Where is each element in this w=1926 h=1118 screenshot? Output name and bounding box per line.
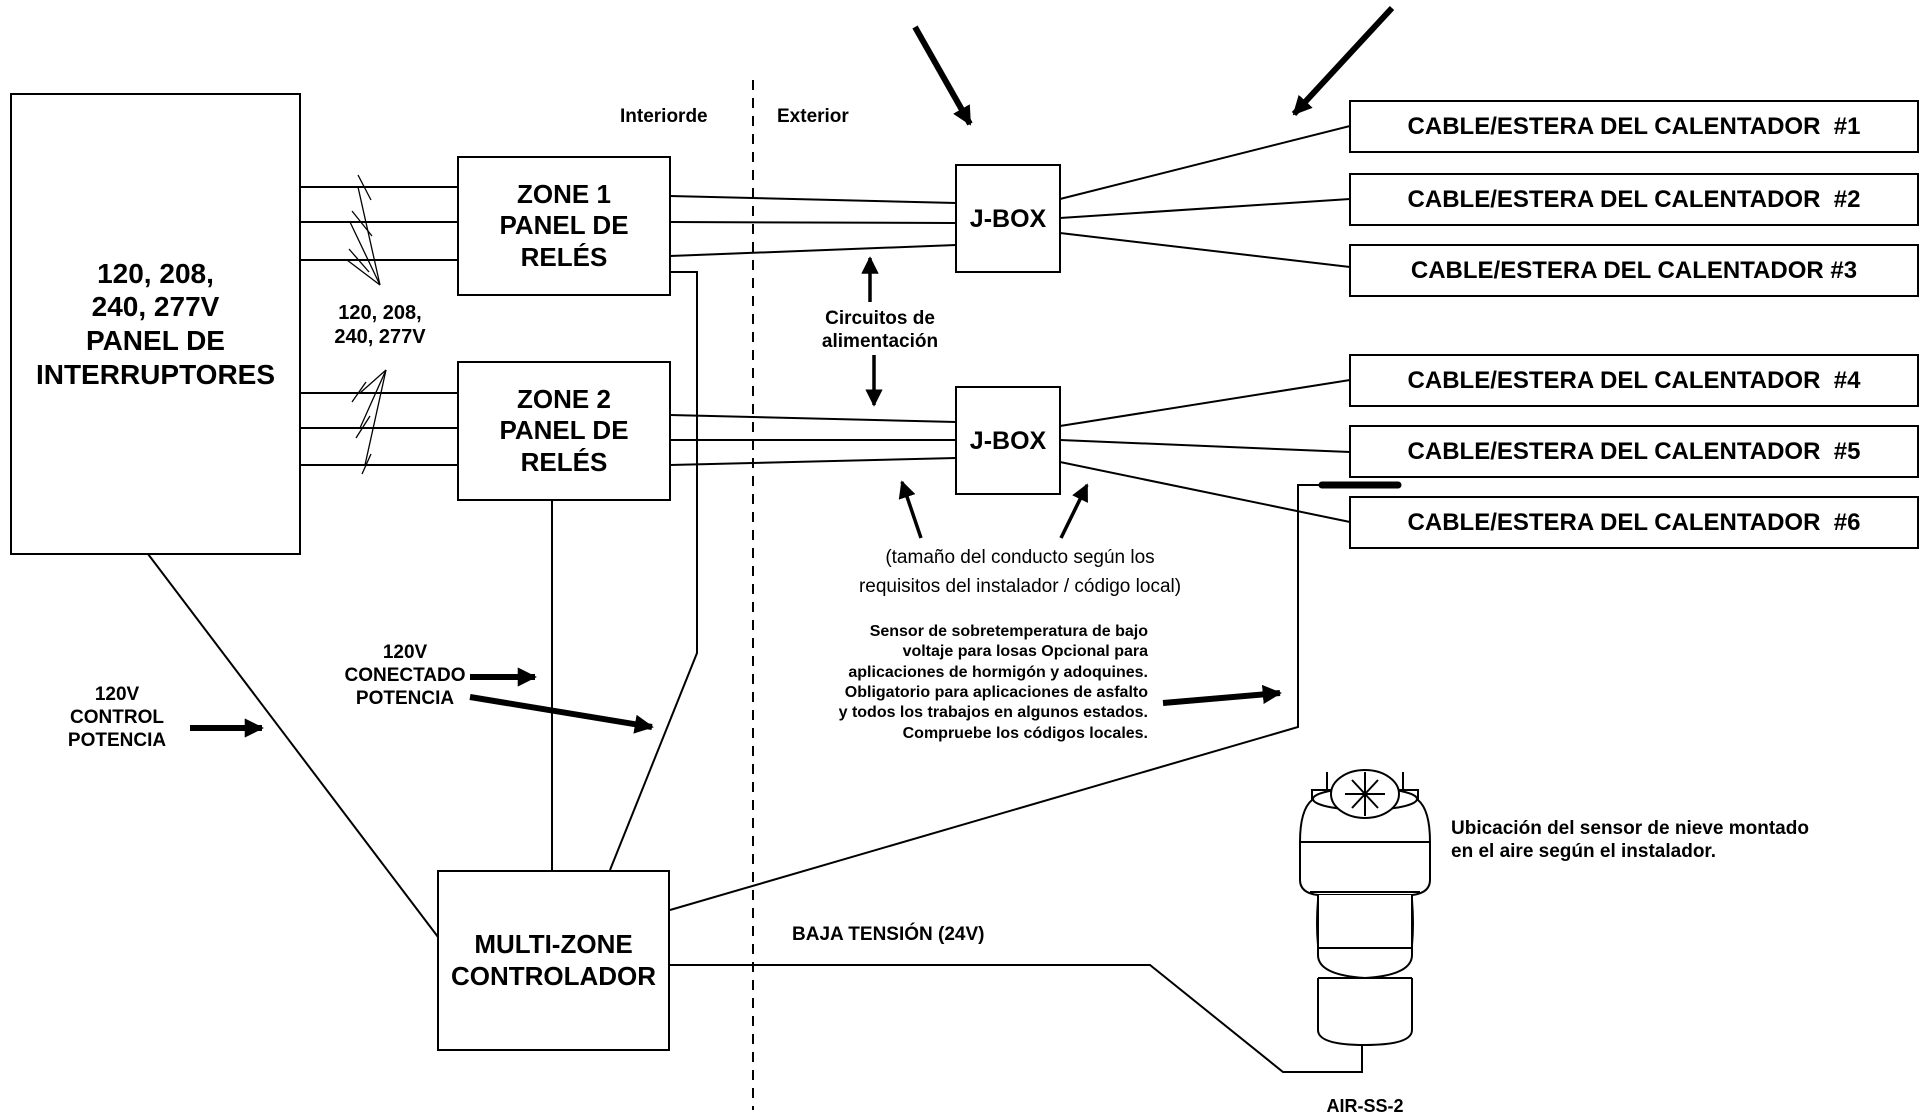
multi-zone-controller: MULTI-ZONE CONTROLADOR <box>437 870 670 1051</box>
snow-sensor-icon <box>1298 769 1432 1047</box>
sensor-model-label: AIR-SS-2 <box>1326 1096 1404 1116</box>
heater-cable-5: CABLE/ESTERA DEL CALENTADOR #5 <box>1349 425 1919 478</box>
heater-cable-6: CABLE/ESTERA DEL CALENTADOR #6 <box>1349 496 1919 549</box>
conduit-note: (tamaño del conducto según los requisito… <box>858 547 1182 598</box>
exterior-label: Exterior <box>777 106 849 127</box>
jbox-bottom: J-BOX <box>955 386 1061 495</box>
breaker-panel: 120, 208, 240, 277V PANEL DE INTERRUPTOR… <box>10 93 301 555</box>
zone2-relay-panel: ZONE 2 PANEL DE RELÉS <box>457 361 671 501</box>
voltage-label: 120, 208, 240, 277V <box>334 302 426 348</box>
heater-cable-4: CABLE/ESTERA DEL CALENTADOR #4 <box>1349 354 1919 407</box>
low-voltage-label: BAJA TENSIÓN (24V) <box>792 924 985 945</box>
interior-label: Interiorde <box>620 106 708 127</box>
connected-power-label: 120V CONECTADO POTENCIA <box>344 642 466 709</box>
heater-cable-1: CABLE/ESTERA DEL CALENTADOR #1 <box>1349 100 1919 153</box>
jbox-top: J-BOX <box>955 164 1061 273</box>
heater-cable-2: CABLE/ESTERA DEL CALENTADOR #2 <box>1349 173 1919 226</box>
heater-cable-3: CABLE/ESTERA DEL CALENTADOR #3 <box>1349 244 1919 297</box>
power-circuits-label: Circuitos de alimentación <box>821 308 939 352</box>
slab-sensor-note: Sensor de sobretemperatura de bajo volta… <box>838 623 1148 742</box>
zone1-relay-panel: ZONE 1 PANEL DE RELÉS <box>457 156 671 296</box>
snow-sensor-note: Ubicación del sensor de nieve montado en… <box>1451 818 1809 862</box>
control-power-label: 120V CONTROL POTENCIA <box>67 684 167 751</box>
